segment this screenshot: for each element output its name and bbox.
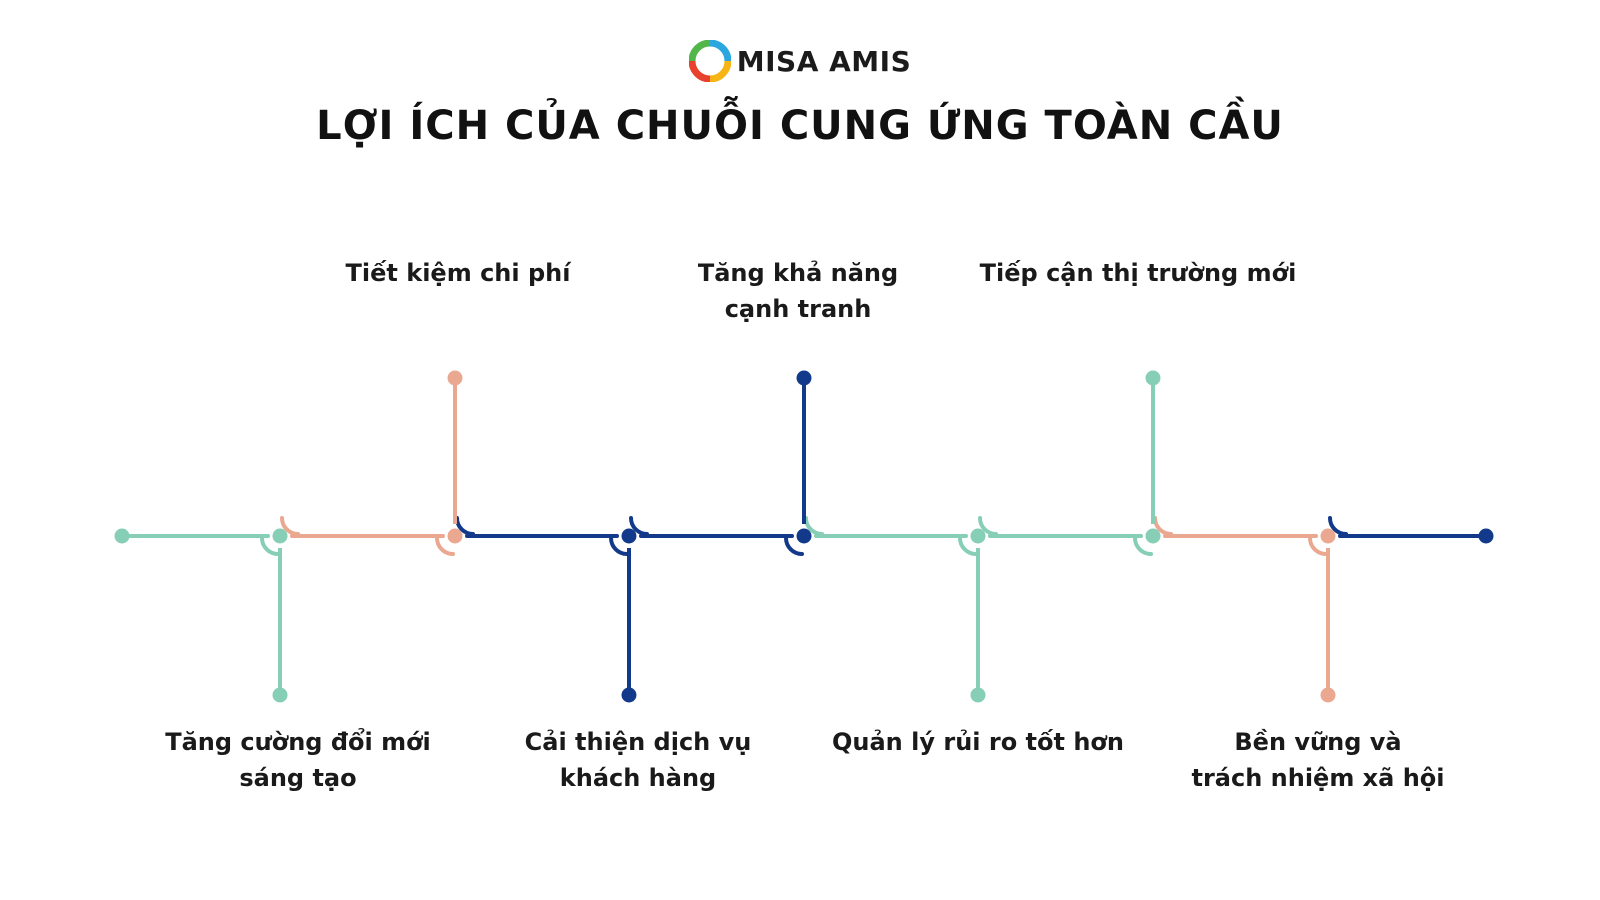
timeline-node-dot <box>621 528 637 544</box>
benefit-label-bottom-4: Bền vững và trách nhiệm xã hội <box>1191 728 1445 792</box>
branch-end-dot <box>447 370 463 386</box>
misa-amis-logo-icon <box>688 40 731 82</box>
junction-arc <box>609 536 629 556</box>
junction-arc <box>455 516 475 536</box>
benefit-label-bottom-3: Quản lý rủi ro tốt hơn <box>832 728 1124 756</box>
timeline-node-dot <box>1478 528 1494 544</box>
benefit-label-top-1: Tiết kiệm chi phí <box>345 259 571 287</box>
branch-end-dot <box>1145 370 1161 386</box>
branch-end-dot <box>796 370 812 386</box>
junction-arc <box>629 516 649 536</box>
timeline-node-dot <box>272 528 288 544</box>
brand: MISA AMIS <box>0 40 1600 82</box>
benefit-label-bottom-1: Tăng cường đổi mới sáng tạo <box>165 728 431 792</box>
junction-arc <box>280 516 300 536</box>
timeline-node-dot <box>1320 528 1336 544</box>
junction-arc <box>804 516 824 536</box>
junction-arc <box>784 536 804 556</box>
junction-arc <box>435 536 455 556</box>
branch-end-dot <box>621 687 637 703</box>
junction-arc <box>1328 516 1348 536</box>
timeline-node-dot <box>447 528 463 544</box>
timeline-node-dot <box>796 528 812 544</box>
junction-arc <box>260 536 280 556</box>
benefit-label-bottom-2: Cải thiện dịch vụ khách hàng <box>524 728 752 792</box>
junction-arc <box>1153 516 1173 536</box>
benefit-label-top-2: Tăng khả năng cạnh tranh <box>697 259 899 323</box>
page-title: LỢI ÍCH CỦA CHUỖI CUNG ỨNG TOÀN CẦU <box>316 103 1284 149</box>
timeline-node-dot <box>114 528 130 544</box>
junction-arc <box>958 536 978 556</box>
brand-name: MISA AMIS <box>736 44 912 78</box>
timeline-node-dot <box>1145 528 1161 544</box>
benefit-label-top-3: Tiếp cận thị trường mới <box>979 259 1297 287</box>
branch-end-dot <box>1320 687 1336 703</box>
timeline-node-dot <box>970 528 986 544</box>
junction-arc <box>1133 536 1153 556</box>
junction-arc <box>978 516 998 536</box>
junction-arc <box>1308 536 1328 556</box>
branch-end-dot <box>272 687 288 703</box>
branch-end-dot <box>970 687 986 703</box>
